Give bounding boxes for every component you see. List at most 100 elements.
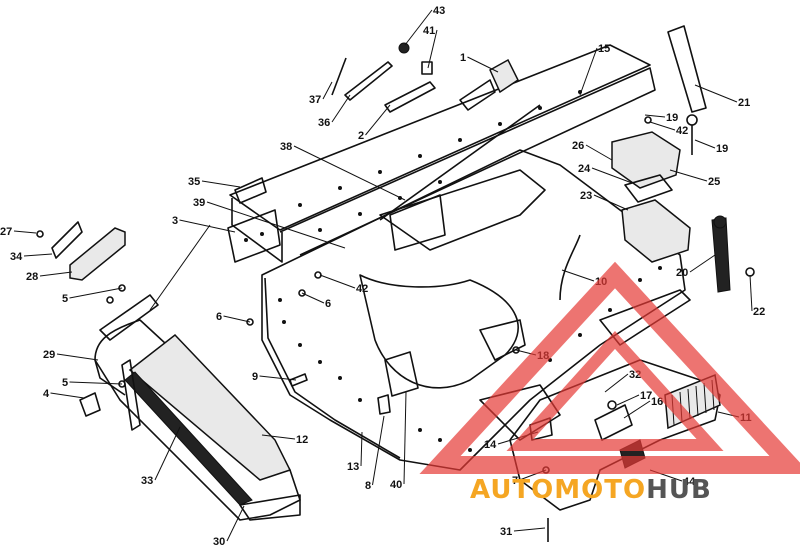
- leader-line-c24: [591, 167, 633, 184]
- callout-c24: 24: [578, 163, 591, 175]
- callout-c36: 36: [318, 117, 330, 129]
- leader-line-c42a: [649, 121, 676, 131]
- callout-c2: 2: [358, 130, 364, 142]
- leader-line-c5a: [69, 287, 123, 299]
- leader-line-c39: [206, 201, 346, 249]
- plate-34: [51, 221, 83, 259]
- side-runner: [94, 319, 301, 521]
- leader-line-c6b: [223, 315, 251, 323]
- leader-line-c30: [226, 505, 245, 542]
- callout-c30: 30: [213, 536, 225, 548]
- rod-10: [559, 234, 581, 301]
- callout-c43: 43: [433, 5, 445, 17]
- callout-c38: 38: [280, 141, 292, 153]
- runner-arm: [99, 224, 211, 431]
- leader-line-c16: [623, 400, 651, 419]
- hinge-16-17: [594, 400, 633, 441]
- pad-28: [69, 227, 126, 281]
- automotohub-watermark: AUTOMOTOHUB: [419, 261, 800, 505]
- leader-line-c42b: [319, 274, 356, 289]
- callout-c9: 9: [252, 371, 258, 383]
- watermark-text: AUTOMOTOHUB: [470, 475, 712, 505]
- seal-strip-36: [344, 61, 393, 101]
- bolt-22: [745, 267, 755, 277]
- leader-line-c1: [467, 56, 499, 73]
- leader-line-c26: [585, 144, 613, 161]
- callout-c7: 7: [512, 475, 518, 487]
- leader-line-c20: [689, 254, 716, 273]
- leader-line-c32: [604, 373, 629, 393]
- fastener-43: [398, 42, 410, 54]
- callout-c13: 13: [347, 461, 359, 473]
- callout-c16: 16: [651, 396, 663, 408]
- leader-line-c12: [261, 434, 296, 440]
- callout-c37: 37: [309, 94, 321, 106]
- callout-c15: 15: [598, 43, 610, 55]
- callout-c35: 35: [188, 176, 200, 188]
- latch-1: [459, 58, 519, 111]
- leader-line-c34: [23, 253, 53, 257]
- leader-line-c6a: [301, 292, 325, 304]
- leader-line-c25: [669, 169, 708, 182]
- callout-c44: 44: [683, 476, 696, 488]
- callout-c6a: 6: [325, 298, 331, 310]
- leader-line-c15: [579, 47, 598, 96]
- shock-link-21: [667, 25, 707, 155]
- strip-2: [384, 81, 436, 113]
- box-23: [621, 199, 691, 263]
- console-25: [611, 131, 681, 189]
- callout-c40: 40: [390, 479, 402, 491]
- leader-line-c8: [372, 415, 385, 486]
- bracket-8: [377, 394, 391, 415]
- leader-line-c38: [293, 145, 406, 201]
- callout-c20: 20: [676, 267, 688, 279]
- leader-line-c21: [694, 84, 738, 103]
- leader-line-c29: [56, 353, 99, 361]
- watermark-hub: HUB: [646, 475, 712, 505]
- leader-line-c41: [427, 29, 438, 69]
- leader-line-c19b: [694, 139, 716, 149]
- support-strut: [379, 104, 541, 251]
- leader-line-c13: [360, 431, 363, 467]
- callout-c6b: 6: [216, 311, 222, 323]
- callout-c39: 39: [193, 197, 205, 209]
- leader-line-c35: [201, 180, 241, 188]
- callout-c19a: 19: [666, 112, 678, 124]
- rod-37: [331, 57, 347, 96]
- leader-line-c9: [259, 375, 297, 381]
- leader-line-c2: [365, 104, 391, 136]
- callout-c33: 33: [141, 475, 153, 487]
- callout-c12: 12: [296, 434, 308, 446]
- tunnel-rail: [229, 44, 656, 263]
- leader-line-c23: [593, 194, 629, 211]
- callout-c42b: 42: [356, 283, 368, 295]
- leader-line-c37: [322, 81, 333, 100]
- leader-line-c43: [404, 9, 433, 46]
- leader-line-c19a: [644, 114, 666, 118]
- strap-20: [711, 215, 731, 293]
- bracket-40: [384, 351, 419, 397]
- callout-c22: 22: [753, 306, 765, 318]
- watermark-triangle-outer: [419, 261, 800, 474]
- leader-line-c27: [13, 230, 37, 234]
- leader-line-c4: [50, 392, 85, 399]
- callout-c5a: 5: [62, 293, 68, 305]
- leader-line-c3: [179, 219, 236, 233]
- callout-c25: 25: [708, 176, 720, 188]
- leader-line-c31: [513, 527, 546, 532]
- leader-line-c28: [39, 271, 73, 277]
- callout-c28: 28: [26, 271, 38, 283]
- clip-35: [234, 177, 267, 204]
- callout-c41: 41: [423, 25, 435, 37]
- leader-line-c40: [403, 391, 407, 485]
- lid-24: [624, 174, 673, 203]
- hanger-bracket-3: [227, 209, 281, 263]
- callout-c17: 17: [640, 390, 652, 402]
- callout-c5b: 5: [62, 377, 68, 389]
- watermark-triangle-inner: [506, 331, 724, 451]
- callout-c3: 3: [172, 215, 178, 227]
- callout-c27: 27: [0, 226, 12, 238]
- leader-line-c36: [331, 94, 351, 123]
- callout-c23: 23: [580, 190, 592, 202]
